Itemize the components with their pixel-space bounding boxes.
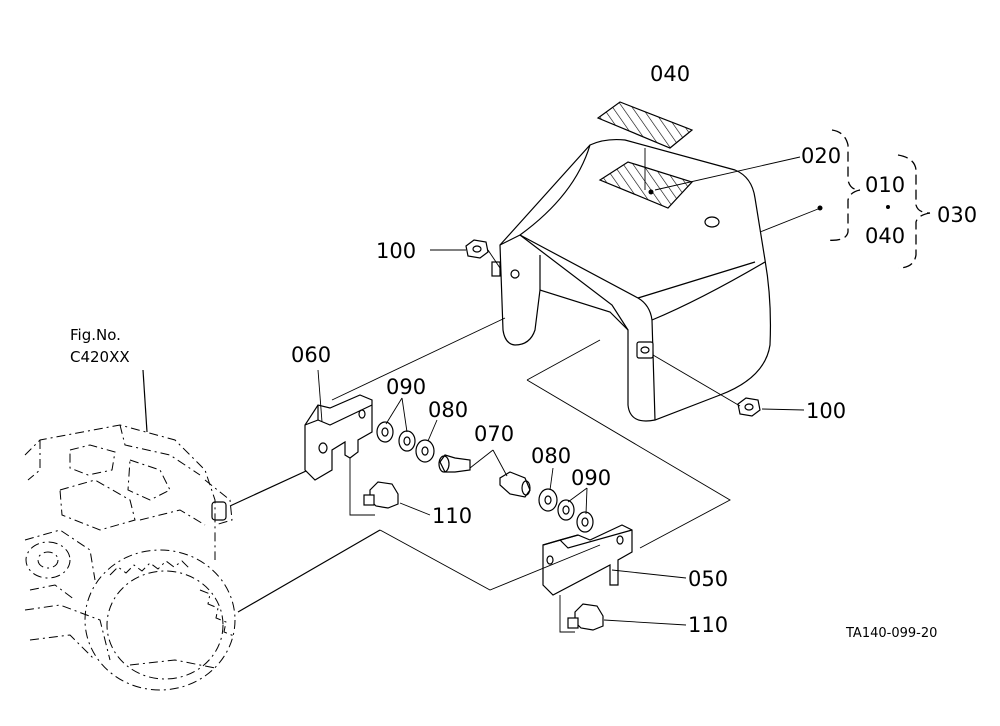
washer-080-right [538,488,558,512]
assembly-lines [331,249,741,633]
drawing-code: TA140-099-20 [845,626,937,641]
label-020: 020 [801,144,841,168]
washer-090-left-a [376,421,394,443]
label-070: 070 [474,422,514,446]
label-040-top: 040 [650,62,690,86]
label-110-left: 110 [432,504,472,528]
group-bracket-030 [897,154,931,269]
bracket-part-050 [542,524,633,596]
washer-090-right-b [576,511,594,533]
decal-part-040 [596,101,694,190]
label-080-right: 080 [531,444,571,468]
label-050: 050 [688,567,728,591]
label-080-left: 080 [428,398,468,422]
label-110-right: 110 [688,613,728,637]
label-030: 030 [937,203,977,227]
bracket-part-060 [304,394,373,481]
cover [491,138,772,422]
spacer-110-right [567,603,604,631]
nut-right [737,397,761,417]
group-bracket-010 [825,129,890,241]
washer-090-right-a [557,499,575,521]
nut-left [465,239,489,259]
bolt-070-right [499,471,531,498]
label-100-right: 100 [806,399,846,423]
part-labels: 040 020 010 030 040 100 100 060 090 080 … [70,62,977,641]
spacer-110-left [363,481,399,509]
label-040-group: 040 [865,224,905,248]
bolt-070-left [438,454,471,473]
figure-ref-label: Fig.No. [70,326,121,344]
label-090-left: 090 [386,375,426,399]
label-060: 060 [291,343,331,367]
leader-lines [317,156,823,626]
label-010: 010 [865,173,905,197]
label-090-right: 090 [571,466,611,490]
washer-090-left-b [398,430,416,452]
label-100-left: 100 [376,239,416,263]
figure-ref-number: C420XX [70,348,130,366]
washer-080-left [415,439,435,463]
